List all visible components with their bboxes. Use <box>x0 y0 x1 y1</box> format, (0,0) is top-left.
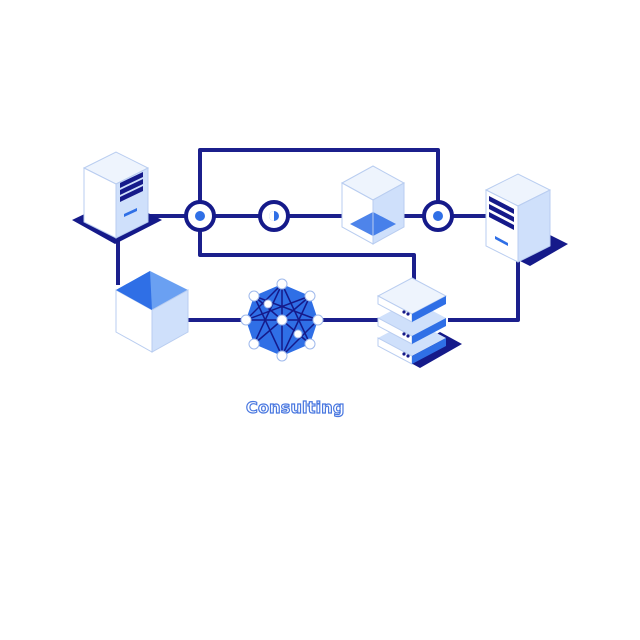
server-tower-icon <box>72 151 162 244</box>
top-loop-line <box>198 148 440 216</box>
node-to-rack-line <box>198 230 416 282</box>
connector-node-icon <box>184 200 216 232</box>
connector-node-icon <box>258 200 290 232</box>
rack-to-right-server-line <box>448 256 520 322</box>
cube-icon <box>115 271 189 353</box>
connector-node-icon <box>422 200 454 232</box>
server-tower-icon <box>484 173 568 266</box>
network-node-icon <box>240 278 324 362</box>
server-rack-icon <box>376 277 462 368</box>
cube-icon <box>340 165 406 245</box>
caption-text: Consulting <box>245 397 345 417</box>
connection-lines <box>116 148 520 322</box>
